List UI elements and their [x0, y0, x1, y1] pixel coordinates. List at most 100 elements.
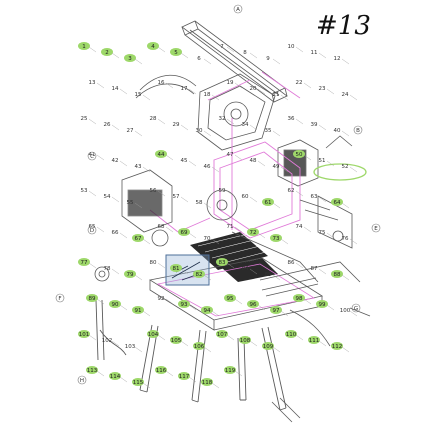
- green-label-marker: [124, 270, 136, 278]
- leader-line: [157, 118, 166, 125]
- part-label-97: 97: [270, 306, 289, 317]
- part-label-2: 2: [101, 48, 120, 59]
- part-number: 95: [227, 296, 234, 302]
- part-number: 110: [286, 332, 297, 338]
- leader-line: [280, 310, 289, 317]
- green-label-marker: [270, 306, 282, 314]
- reference-marker-D: D: [87, 225, 97, 235]
- part-label-80: 80: [150, 260, 166, 269]
- leader-line: [96, 226, 105, 233]
- part-label-69: 69: [178, 228, 197, 239]
- part-label-26: 26: [104, 122, 120, 131]
- part-label-22: 22: [296, 80, 312, 89]
- part-number: 54: [104, 194, 111, 200]
- green-label-marker: [155, 150, 167, 158]
- part-label-16: 16: [158, 80, 174, 89]
- part-number: 36: [288, 116, 295, 122]
- part-number: 84: [242, 266, 249, 272]
- leader-line: [272, 346, 281, 353]
- leader-line: [142, 382, 151, 389]
- part-label-72: 72: [247, 228, 266, 239]
- part-number: 108: [240, 338, 251, 344]
- marker-letter: B: [356, 128, 360, 134]
- part-label-67: 67: [132, 234, 151, 245]
- leader-line: [349, 238, 358, 245]
- part-number: 51: [319, 158, 326, 164]
- leader-line: [257, 304, 266, 311]
- part-label-39: 39: [311, 122, 327, 131]
- leader-line: [180, 52, 189, 59]
- leader-line: [341, 58, 350, 65]
- part-label-4: 4: [147, 42, 166, 53]
- leader-line: [211, 166, 220, 173]
- part-number: 16: [158, 80, 165, 86]
- part-label-51: 51: [319, 158, 335, 167]
- leader-line: [341, 274, 350, 281]
- part-label-63: 63: [311, 194, 327, 203]
- green-label-marker: [132, 306, 144, 314]
- part-label-15: 15: [135, 92, 151, 101]
- part-label-20: 20: [250, 86, 266, 95]
- leader-line: [203, 202, 212, 209]
- part-label-83: 83: [216, 258, 235, 269]
- leader-line: [326, 232, 335, 239]
- part-label-52: 52: [342, 164, 358, 173]
- leader-line: [111, 340, 120, 347]
- green-label-marker: [216, 330, 228, 338]
- part-number: 90: [112, 302, 119, 308]
- leader-line: [88, 334, 97, 341]
- marker-circle: [353, 125, 363, 135]
- green-label-marker: [178, 372, 190, 380]
- part-number: 17: [181, 86, 188, 92]
- leader-line: [341, 346, 350, 353]
- part-label-32: 32: [219, 116, 235, 125]
- marker-letter: G: [354, 306, 358, 312]
- part-label-89: 89: [86, 294, 105, 305]
- part-number: 42: [112, 158, 119, 164]
- part-label-74: 74: [296, 224, 312, 233]
- part-label-73: 73: [270, 234, 289, 245]
- part-label-44: 44: [155, 150, 174, 161]
- part-number: 86: [288, 260, 295, 266]
- part-label-3: 3: [124, 54, 143, 65]
- part-label-18: 18: [204, 92, 220, 101]
- part-number: 43: [135, 164, 142, 170]
- part-number: 119: [225, 368, 236, 374]
- part-number: 23: [319, 86, 326, 92]
- part-label-42: 42: [112, 158, 128, 167]
- part-label-103: 103: [125, 344, 143, 353]
- part-number: 117: [179, 374, 190, 380]
- part-label-48: 48: [250, 158, 266, 167]
- part-label-46: 46: [204, 164, 220, 173]
- part-number: 4: [151, 44, 155, 50]
- part-number: 77: [81, 260, 88, 266]
- leader-line: [257, 232, 266, 239]
- part-label-36: 36: [288, 116, 304, 125]
- part-number: 73: [273, 236, 280, 242]
- part-number: 29: [173, 122, 180, 128]
- part-number: 24: [342, 92, 349, 98]
- leader-line: [111, 196, 120, 203]
- part-number: 85: [265, 272, 272, 278]
- leader-line: [96, 298, 105, 305]
- leader-line: [234, 82, 243, 89]
- part-label-112: 112: [331, 342, 350, 353]
- part-number: 113: [87, 368, 98, 374]
- part-label-118: 118: [201, 378, 220, 389]
- leader-line: [142, 166, 151, 173]
- leader-line: [257, 160, 266, 167]
- green-label-marker: [101, 48, 113, 56]
- green-label-marker: [178, 300, 190, 308]
- part-label-56: 56: [150, 188, 166, 197]
- green-label-marker: [262, 342, 274, 350]
- green-label-marker: [270, 234, 282, 242]
- marker-letter: D: [90, 228, 94, 234]
- part-number: 67: [135, 236, 142, 242]
- reference-marker-F: F: [55, 293, 65, 303]
- green-label-marker: [331, 270, 343, 278]
- part-number: 65: [89, 224, 96, 230]
- part-number: 112: [332, 344, 343, 350]
- part-number: 8: [243, 50, 247, 56]
- part-label-113: 113: [86, 366, 105, 377]
